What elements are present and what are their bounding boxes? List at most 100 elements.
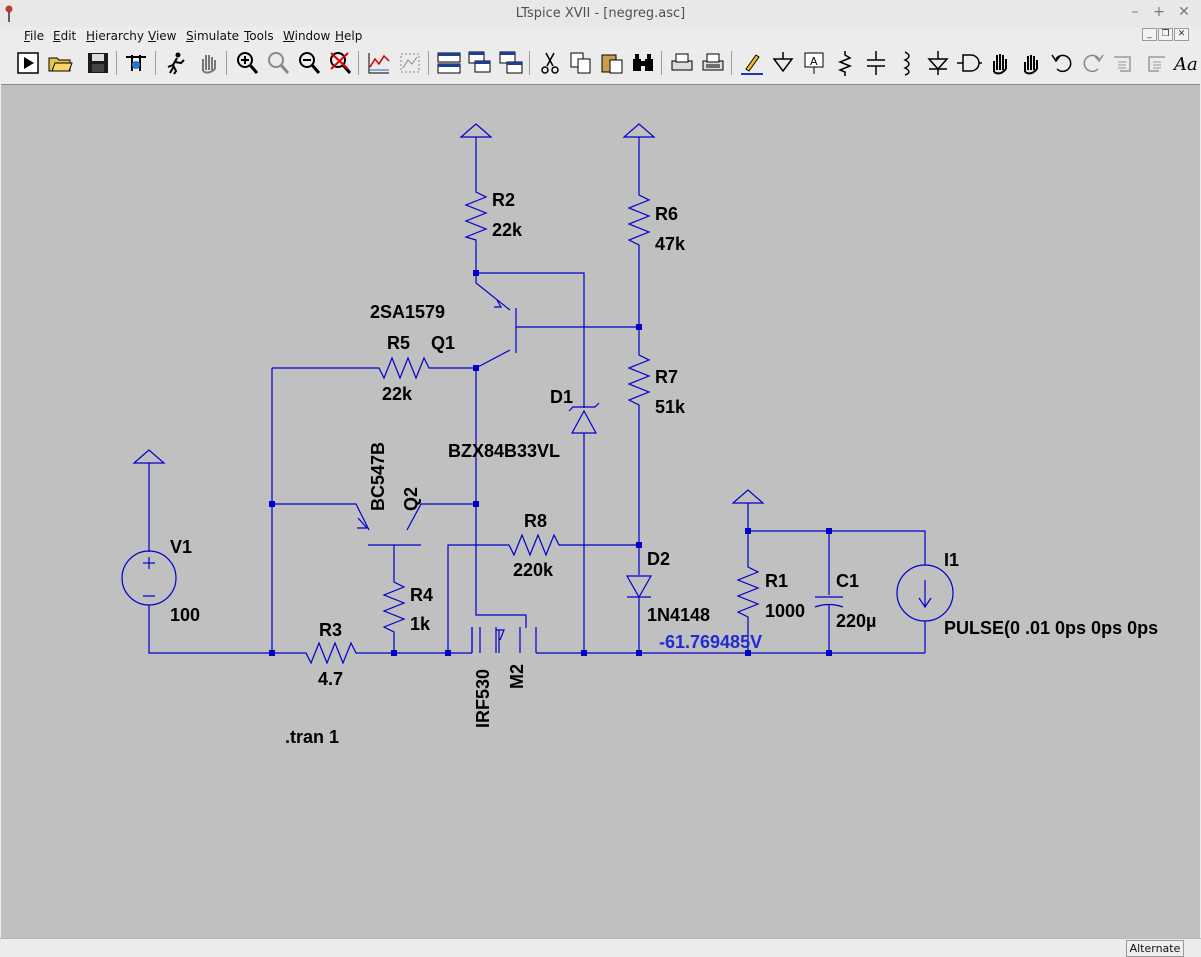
c1-ref: C1 (836, 571, 859, 591)
toolbar-separator (428, 51, 429, 75)
autoscale-alt-icon[interactable] (396, 49, 424, 77)
resistor-icon[interactable] (831, 49, 859, 77)
diode-icon[interactable] (924, 49, 952, 77)
label-net-icon[interactable]: A (800, 49, 828, 77)
r4-value: 1k (410, 614, 431, 634)
r5-ref: R5 (387, 333, 410, 353)
svg-text:Aa: Aa (1172, 54, 1198, 75)
c1-value: 220µ (836, 611, 876, 631)
copy-icon[interactable] (567, 49, 595, 77)
inductor-icon[interactable] (893, 49, 921, 77)
svg-text:A: A (810, 55, 818, 68)
zoom-cancel-icon[interactable] (326, 49, 354, 77)
toolbar-separator (661, 51, 662, 75)
r4-ref: R4 (410, 585, 433, 605)
ltspice-app-icon[interactable] (4, 4, 14, 24)
toolbar-separator (731, 51, 732, 75)
tile-horizontal-icon[interactable] (435, 49, 463, 77)
r7-value: 51k (655, 397, 686, 417)
print-setup-icon[interactable] (668, 49, 696, 77)
cut-icon[interactable] (536, 49, 564, 77)
zoom-pan-icon[interactable] (264, 49, 292, 77)
node-voltage-label: -61.769485V (659, 632, 762, 652)
ground-icon[interactable] (769, 49, 797, 77)
toolbar-separator (116, 51, 117, 75)
print-icon[interactable] (699, 49, 727, 77)
q2-ref: Q2 (401, 487, 421, 511)
close-button[interactable]: ✕ (1178, 4, 1190, 20)
r8-value: 220k (513, 560, 554, 580)
q1-model: 2SA1579 (370, 302, 445, 322)
menu-file[interactable]: File (24, 29, 45, 43)
schematic-drawing[interactable]: R2 22k R6 47k 2SA1579 Q1 R5 22k R7 51k D… (1, 85, 1200, 939)
r5-value: 22k (382, 384, 413, 404)
run-icon[interactable] (14, 49, 42, 77)
cascade-icon[interactable] (466, 49, 494, 77)
minimize-button[interactable]: – (1131, 4, 1139, 20)
tile-vertical-icon[interactable] (497, 49, 525, 77)
autoscale-icon[interactable] (365, 49, 393, 77)
run-man-icon[interactable] (162, 49, 190, 77)
hand-icon[interactable] (194, 49, 222, 77)
menu-bar: File Edit Hierarchy View Simulate Tools … (0, 27, 1201, 45)
menu-simulate[interactable]: Simulate (186, 29, 240, 43)
undo-icon[interactable] (1048, 49, 1076, 77)
control-panel-icon[interactable] (122, 49, 150, 77)
menu-hierarchy[interactable]: Hierarchy (86, 29, 145, 43)
m2-ref: M2 (507, 664, 527, 689)
r2-ref: R2 (492, 190, 515, 210)
m2-model: IRF530 (473, 669, 493, 728)
r3-ref: R3 (319, 620, 342, 640)
rotate-icon[interactable] (1110, 49, 1138, 77)
r8-ref: R8 (524, 511, 547, 531)
zoom-in-icon[interactable] (233, 49, 261, 77)
v1-value: 100 (170, 605, 200, 625)
title-bar: LTspice XVII - [negreg.asc] – + ✕ (0, 0, 1201, 27)
drag-icon[interactable] (1017, 49, 1045, 77)
d2-model: 1N4148 (647, 605, 710, 625)
wires (121, 123, 954, 665)
r1-ref: R1 (765, 571, 788, 591)
menu-help[interactable]: Help (335, 29, 363, 43)
save-icon[interactable] (84, 49, 112, 77)
menu-edit[interactable]: Edit (53, 29, 77, 43)
menu-tools[interactable]: Tools (244, 29, 274, 43)
move-icon[interactable] (986, 49, 1014, 77)
toolbar-separator (155, 51, 156, 75)
mirror-icon[interactable] (1141, 49, 1169, 77)
zoom-out-icon[interactable] (295, 49, 323, 77)
find-icon[interactable] (629, 49, 657, 77)
junctions (269, 270, 832, 656)
paste-icon[interactable] (598, 49, 626, 77)
toolbar-separator (358, 51, 359, 75)
menu-view[interactable]: View (148, 29, 177, 43)
status-mode: Alternate (1126, 940, 1184, 957)
mdi-minimize-button[interactable]: _ (1142, 28, 1157, 41)
r7-ref: R7 (655, 367, 678, 387)
d2-ref: D2 (647, 549, 670, 569)
r6-ref: R6 (655, 204, 678, 224)
spice-directive: .tran 1 (285, 727, 339, 747)
d1-model: BZX84B33VL (448, 441, 560, 461)
d1-ref: D1 (550, 387, 573, 407)
r3-value: 4.7 (318, 669, 343, 689)
mdi-restore-button[interactable]: ❐ (1158, 28, 1173, 41)
capacitor-icon[interactable] (862, 49, 890, 77)
redo-icon[interactable] (1079, 49, 1107, 77)
toolbar-separator (529, 51, 530, 75)
maximize-button[interactable]: + (1153, 4, 1165, 20)
q1-ref: Q1 (431, 333, 455, 353)
v1-ref: V1 (170, 537, 192, 557)
schematic-canvas[interactable]: R2 22k R6 47k 2SA1579 Q1 R5 22k R7 51k D… (1, 84, 1200, 939)
menu-window[interactable]: Window (283, 29, 331, 43)
r6-value: 47k (655, 234, 686, 254)
toolbar-separator (226, 51, 227, 75)
open-icon[interactable] (46, 49, 74, 77)
text-icon[interactable]: Aa (1172, 49, 1200, 77)
status-bar: Alternate (0, 938, 1201, 957)
draw-wire-icon[interactable] (738, 49, 766, 77)
component-icon[interactable] (955, 49, 983, 77)
toolbar: A Aa (0, 45, 1201, 81)
window-title: LTspice XVII - [negreg.asc] (515, 6, 686, 21)
mdi-close-button[interactable]: ✕ (1174, 28, 1189, 41)
